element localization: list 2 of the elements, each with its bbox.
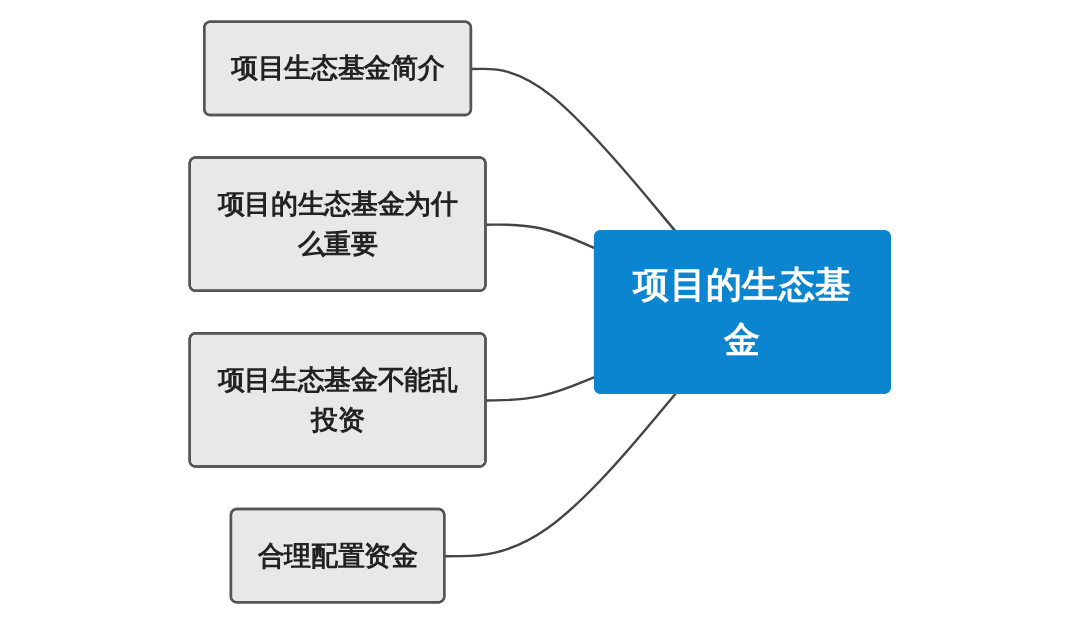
connector (444, 392, 677, 557)
connector (471, 67, 677, 232)
